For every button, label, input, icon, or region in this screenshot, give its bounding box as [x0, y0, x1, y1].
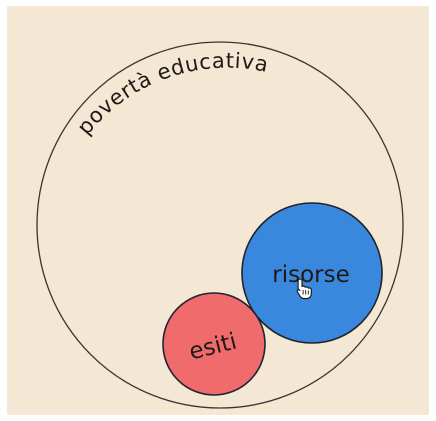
esiti-circle-group[interactable]: esiti: [162, 292, 266, 396]
risorse-circle-group[interactable]: risorse: [241, 202, 383, 344]
risorse-circle[interactable]: [241, 202, 383, 344]
risorse-label: risorse: [272, 262, 350, 288]
esiti-circle[interactable]: [162, 292, 266, 396]
outer-circle: [36, 41, 404, 409]
hand-pointer-icon: [296, 278, 312, 300]
